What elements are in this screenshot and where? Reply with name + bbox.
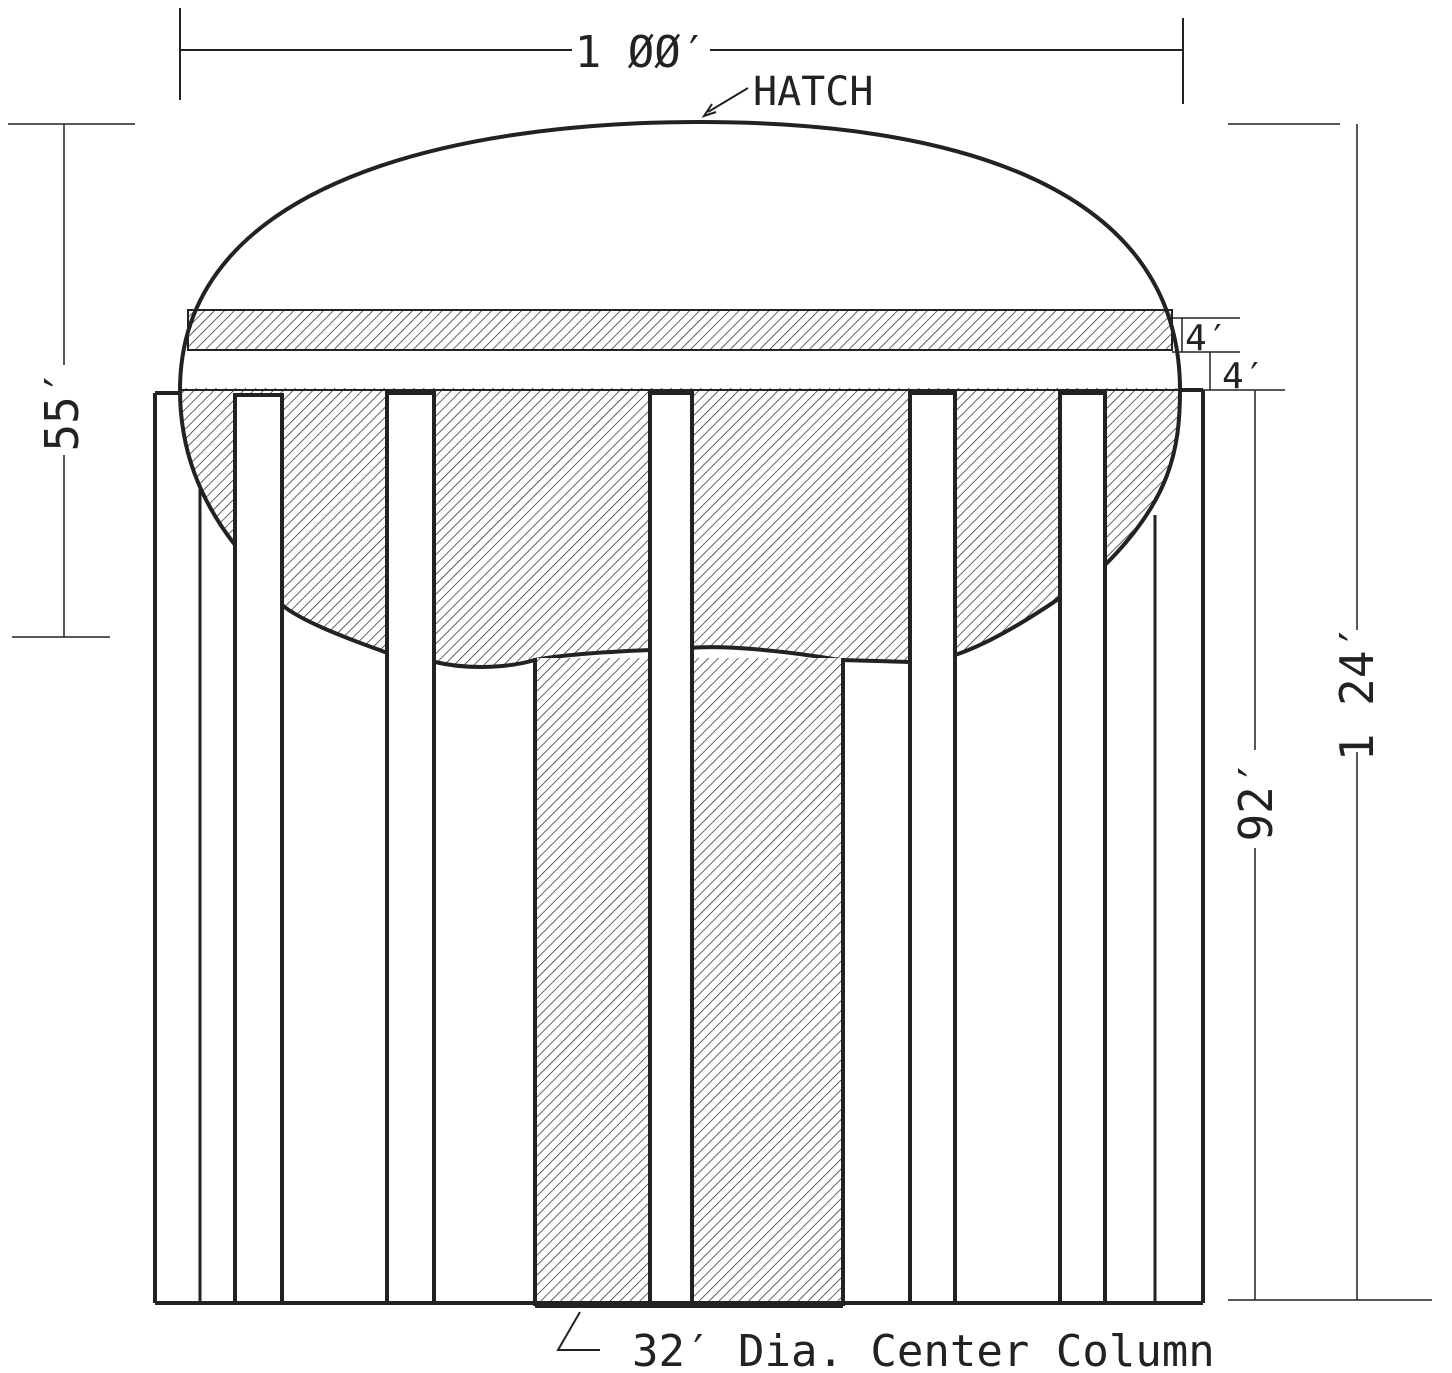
dome-height-dimension: 55′ (8, 123, 135, 638)
center-column-label: 32′ Dia. Center Column (632, 1326, 1215, 1373)
dome-height-label: 55′ (35, 368, 89, 451)
dome-outline (177, 119, 1183, 669)
band-dimension-upper-label: 4′ (1185, 318, 1228, 359)
total-height-dimension: 1 24′ (1228, 123, 1432, 1301)
center-column-callout: 32′ Dia. Center Column (556, 1311, 1215, 1373)
shell-height-label: 92′ (1229, 758, 1283, 841)
support-column (648, 391, 694, 1305)
support-column (1058, 391, 1107, 1305)
support-column (908, 391, 957, 1305)
hatch-callout: HATCH (701, 69, 873, 118)
support-columns (233, 391, 1107, 1305)
shell-height-dimension: 92′ (1229, 390, 1283, 1300)
hatch-label: HATCH (753, 69, 873, 115)
support-column (233, 393, 284, 1305)
total-height-label: 1 24′ (1330, 623, 1384, 761)
band-dimensions: 4′ 4′ (1172, 317, 1285, 397)
upper-hatched-band (187, 309, 1173, 351)
width-dimension: 1 ØØ′ (179, 8, 1184, 104)
width-dimension-label: 1 ØØ′ (575, 27, 707, 78)
band-dimension-lower-label: 4′ (1222, 356, 1265, 397)
support-column (385, 391, 436, 1305)
